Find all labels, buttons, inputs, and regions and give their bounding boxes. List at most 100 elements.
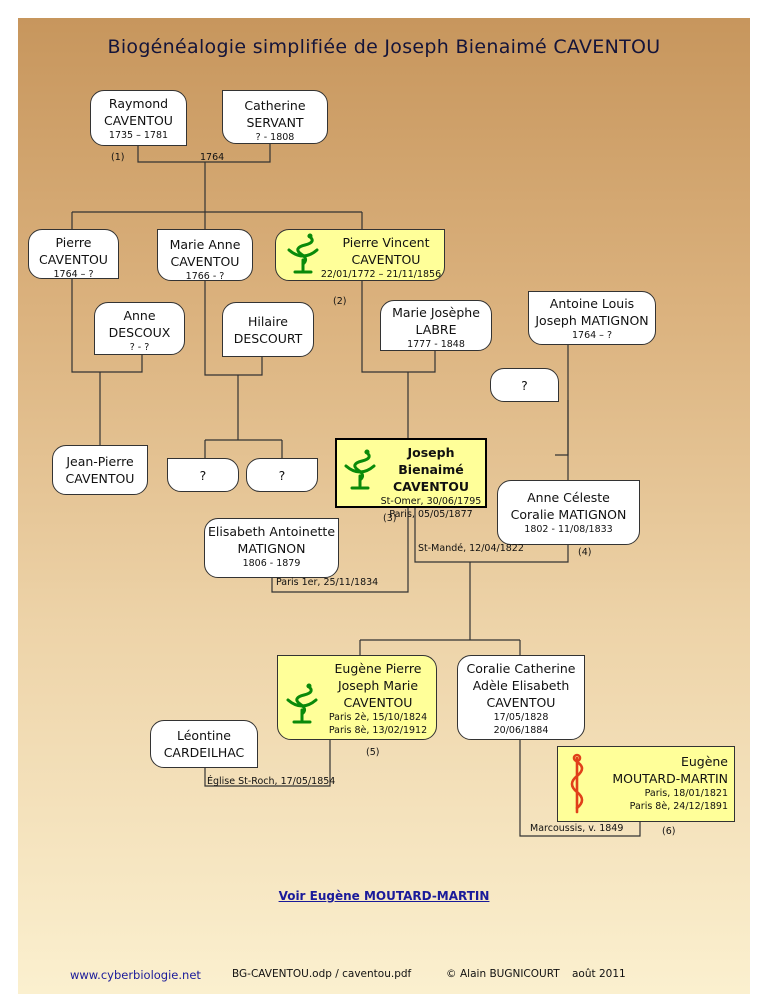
person-hilaire-descourt[interactable]: Hilaire DESCOURT xyxy=(222,302,314,357)
person-dates: 1735 – 1781 xyxy=(108,130,169,141)
person-surname: CAVENTOU xyxy=(486,695,556,710)
person-dates: ? - ? xyxy=(129,342,150,353)
person-surname: CAVENTOU xyxy=(65,471,135,486)
person-surname: CAVENTOU xyxy=(39,252,108,267)
note-5: (5) xyxy=(366,747,380,758)
person-name: Anne xyxy=(123,308,156,323)
marriage-date-1764: 1764 xyxy=(200,152,225,163)
person-name: Raymond xyxy=(108,96,169,111)
person-death: 20/06/1884 xyxy=(493,725,549,736)
footer-date: août 2011 xyxy=(572,968,626,980)
person-eugene-pierre-caventou[interactable]: Eugène Pierre Joseph Marie CAVENTOU Pari… xyxy=(277,655,437,740)
note-2: (2) xyxy=(333,296,347,307)
person-name: ? xyxy=(278,468,286,483)
person-name: Jean-Pierre xyxy=(66,454,134,469)
link-eugene-moutard-martin[interactable]: Voir Eugène MOUTARD-MARTIN xyxy=(278,889,490,903)
person-dates: 1802 - 11/08/1833 xyxy=(524,524,613,535)
person-name: Pierre xyxy=(55,235,92,250)
footer-copyright: © xyxy=(446,968,457,980)
person-name: Marie Anne xyxy=(169,237,241,252)
person-marie-anne-caventou[interactable]: Marie Anne CAVENTOU 1766 - ? xyxy=(157,229,253,282)
person-pierre-caventou[interactable]: Pierre CAVENTOU 1764 – ? xyxy=(28,229,119,280)
person-surname: DESCOURT xyxy=(233,331,303,346)
footer-website[interactable]: www.cyberbiologie.net xyxy=(70,968,201,982)
person-dates: 1777 - 1848 xyxy=(407,339,465,350)
person-marie-josephe-labre[interactable]: Marie Josèphe LABRE 1777 - 1848 xyxy=(380,300,492,351)
person-death: Paris 8è, 24/12/1891 xyxy=(629,801,728,812)
person-birth: Paris, 18/01/1821 xyxy=(644,788,728,799)
person-leontine-cardeilhac[interactable]: Léontine CARDEILHAC xyxy=(150,720,258,768)
note-1: (1) xyxy=(111,152,125,163)
person-name: Eugène xyxy=(680,754,728,769)
person-unknown-child-1[interactable]: ? xyxy=(167,458,239,492)
person-name: Hilaire xyxy=(247,314,289,329)
person-birth: 17/05/1828 xyxy=(493,712,549,723)
person-name: Léontine xyxy=(177,728,231,743)
person-surname: LABRE xyxy=(415,322,457,337)
person-name: Elisabeth Antoinette xyxy=(207,524,336,539)
person-name: ? xyxy=(521,378,528,393)
person-surname: Joseph MATIGNON xyxy=(535,313,649,328)
person-anne-descoux[interactable]: Anne DESCOUX ? - ? xyxy=(94,302,185,355)
person-dates: ? - 1808 xyxy=(255,132,295,143)
person-catherine-servant[interactable]: Catherine SERVANT ? - 1808 xyxy=(222,90,328,144)
person-surname: Coralie MATIGNON xyxy=(510,507,627,522)
person-surname: CAVENTOU xyxy=(393,479,469,494)
person-surname: MATIGNON xyxy=(237,541,306,556)
footer-author: Alain BUGNICOURT xyxy=(460,968,560,980)
person-surname: CAVENTOU xyxy=(104,113,173,128)
person-unknown-mother-matignon[interactable]: ? xyxy=(490,368,559,402)
person-birth: St-Omer, 30/06/1795 xyxy=(380,496,482,507)
person-name: Coralie Catherine xyxy=(466,661,576,676)
person-name-2: Joseph Marie xyxy=(337,678,419,693)
note-6: (6) xyxy=(662,826,676,837)
person-surname: CAVENTOU xyxy=(351,252,421,267)
person-surname: DESCOUX xyxy=(108,325,171,340)
person-surname: SERVANT xyxy=(246,115,304,130)
person-surname: MOUTARD-MARTIN xyxy=(612,771,728,786)
person-dates: 22/01/1772 – 21/11/1856 xyxy=(320,269,442,280)
person-death: Paris, 05/05/1877 xyxy=(389,509,473,520)
person-name-2: Adèle Elisabeth xyxy=(472,678,570,693)
person-name: Joseph Bienaimé xyxy=(398,445,464,477)
person-dates: 1764 – ? xyxy=(53,269,94,280)
person-coralie-catherine-caventou[interactable]: Coralie Catherine Adèle Elisabeth CAVENT… xyxy=(457,655,585,740)
person-name: ? xyxy=(199,468,207,483)
person-name: Catherine xyxy=(244,98,306,113)
person-surname: CAVENTOU xyxy=(170,254,240,269)
note-4: (4) xyxy=(578,547,592,558)
marriage-eglise-st-roch: Église St-Roch, 17/05/1854 xyxy=(207,776,336,787)
person-dates: 1766 - ? xyxy=(185,271,225,282)
person-antoine-louis-matignon[interactable]: Antoine Louis Joseph MATIGNON 1764 – ? xyxy=(528,291,656,345)
person-anne-celeste-matignon[interactable]: Anne Céleste Coralie MATIGNON 1802 - 11/… xyxy=(497,480,640,545)
caduceus-icon xyxy=(570,753,584,814)
diagram-title: Biogénéalogie simplifiée de Joseph Biena… xyxy=(107,36,661,58)
person-name: Pierre Vincent xyxy=(342,235,430,250)
person-dates: 1806 - 1879 xyxy=(242,558,301,569)
marriage-st-mande: St-Mandé, 12/04/1822 xyxy=(418,543,524,554)
marriage-paris-1er: Paris 1er, 25/11/1834 xyxy=(276,577,379,588)
person-surname: CARDEILHAC xyxy=(163,745,245,760)
pharmacy-bowl-of-hygieia-icon xyxy=(344,449,376,490)
person-surname: CAVENTOU xyxy=(343,695,413,710)
person-dates: 1764 – ? xyxy=(571,330,612,341)
person-eugene-moutard-martin[interactable]: Eugène MOUTARD-MARTIN Paris, 18/01/1821 … xyxy=(557,746,735,822)
person-birth: Paris 2è, 15/10/1824 xyxy=(328,712,428,723)
marriage-marcoussis: Marcoussis, v. 1849 xyxy=(530,823,624,834)
person-elisabeth-antoinette-matignon[interactable]: Elisabeth Antoinette MATIGNON 1806 - 187… xyxy=(204,518,339,578)
person-jean-pierre-caventou[interactable]: Jean-Pierre CAVENTOU xyxy=(52,445,148,495)
note-3: (3) xyxy=(383,513,397,524)
person-name: Marie Josèphe xyxy=(392,305,480,320)
person-name: Antoine Louis xyxy=(549,296,635,311)
pharmacy-bowl-of-hygieia-icon xyxy=(287,233,319,274)
person-raymond-caventou[interactable]: Raymond CAVENTOU 1735 – 1781 xyxy=(90,90,187,146)
person-name: Anne Céleste xyxy=(527,490,610,505)
person-unknown-child-2[interactable]: ? xyxy=(246,458,318,492)
person-death: Paris 8è, 13/02/1912 xyxy=(328,725,428,736)
person-name: Eugène Pierre xyxy=(334,661,422,676)
pharmacy-bowl-of-hygieia-icon xyxy=(286,683,318,724)
footer-filename: BG-CAVENTOU.odp / caventou.pdf xyxy=(232,968,412,980)
person-joseph-bienaime-caventou[interactable]: Joseph Bienaimé CAVENTOU St-Omer, 30/06/… xyxy=(335,438,487,520)
